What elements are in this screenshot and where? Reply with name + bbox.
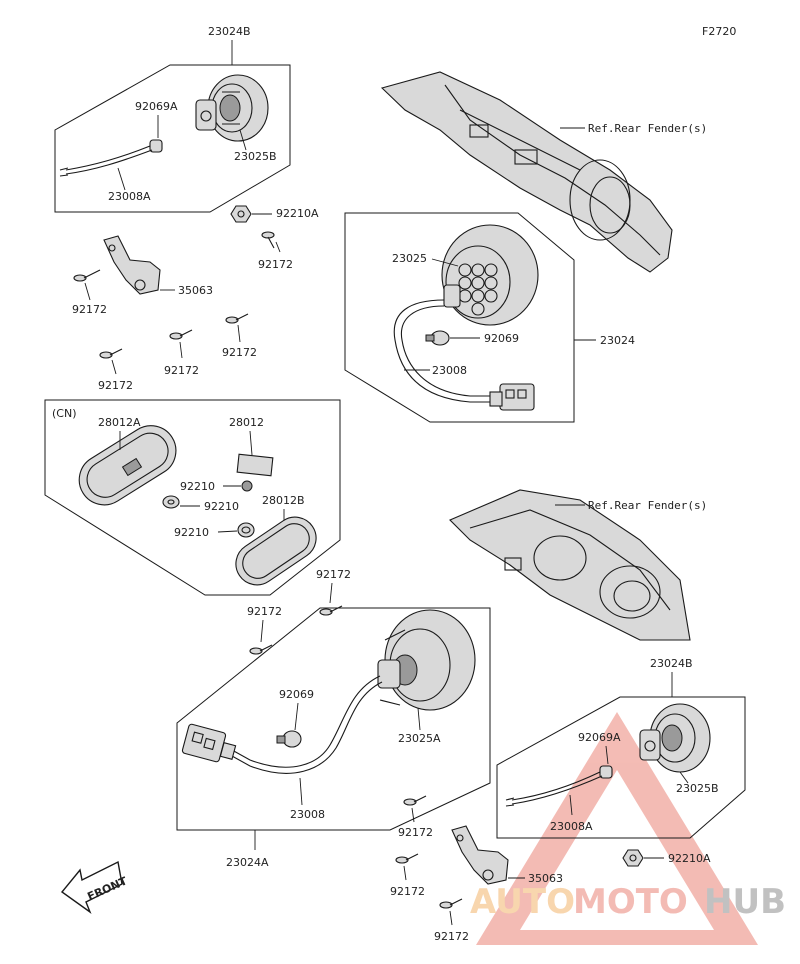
label-23008a-bottom: 23008A xyxy=(550,820,593,833)
label-23024b-bottom: 23024B xyxy=(650,657,693,670)
label-28012b: 28012B xyxy=(262,494,305,507)
nut-92210-a xyxy=(241,480,253,492)
label-92210-c: 92210 xyxy=(174,526,209,539)
label-23008-b: 23008 xyxy=(290,808,325,821)
label-92172-j: 92172 xyxy=(434,930,469,943)
bulb-92069 xyxy=(425,330,450,346)
rear-fender-upper: Ref.Rear Fender(s) xyxy=(380,71,707,273)
label-92069a-top: 92069A xyxy=(135,100,178,113)
label-92172-b: 92172 xyxy=(72,303,107,316)
reflector-28012a xyxy=(78,425,177,506)
figure-code: F2720 xyxy=(702,25,736,38)
label-92172-g: 92172 xyxy=(247,605,282,618)
group-23024a: 23024A 23025A 92069 23008 xyxy=(176,607,491,869)
label-92069: 92069 xyxy=(484,332,519,345)
label-23008a-top: 23008A xyxy=(108,190,151,203)
screw-92172-b: 92172 xyxy=(72,269,107,316)
harness-23008 xyxy=(393,299,535,411)
bulb-wire-23008a-bottom xyxy=(505,765,613,807)
screw-92172-a: 92172 xyxy=(258,231,293,271)
label-92210-a: 92210 xyxy=(180,480,215,493)
label-23025a: 23025A xyxy=(398,732,441,745)
lamp-housing-23025a xyxy=(377,609,476,711)
label-92172-d: 92172 xyxy=(164,364,199,377)
label-23024a: 23024A xyxy=(226,856,269,869)
label-28012a: 28012A xyxy=(98,416,141,429)
group-frame-cn xyxy=(44,399,341,596)
group-frame-23024 xyxy=(344,212,575,423)
front-arrow-icon: FRONT xyxy=(60,860,130,914)
label-23025b-top: 23025B xyxy=(234,150,277,163)
label-28012: 28012 xyxy=(229,416,264,429)
nut-92210a-top: 92210A xyxy=(230,205,319,223)
washer-92210-b xyxy=(162,495,180,509)
group-frame-23024b-bottom xyxy=(496,696,746,839)
group-23024: 23024 23025 92069 23008 xyxy=(344,212,635,423)
watermark-brand-hub: HUB xyxy=(704,882,786,922)
bulb-92069-b xyxy=(276,730,302,748)
group-cn: (CN) 28012A 28012 92210 92210 92210 xyxy=(44,399,341,596)
label-ref-rear-fender-lower: Ref.Rear Fender(s) xyxy=(588,499,707,512)
label-92210a-top: 92210A xyxy=(276,207,319,220)
label-cn: (CN) xyxy=(52,407,77,420)
label-23025b-bottom: 23025B xyxy=(676,782,719,795)
label-23024: 23024 xyxy=(600,334,635,347)
lamp-housing-23025 xyxy=(441,224,539,326)
screw-92172-d: 92172 xyxy=(164,329,199,377)
watermark-brand-auto: AUTO xyxy=(470,882,575,922)
group-frame-23024b-top xyxy=(54,64,291,213)
bracket-35063-bottom: 35063 xyxy=(451,825,563,885)
label-92210-b: 92210 xyxy=(204,500,239,513)
bulb-wire-23008a-top xyxy=(59,139,163,177)
label-35063-top: 35063 xyxy=(178,284,213,297)
watermark: AUTO MOTO HUB xyxy=(470,712,786,945)
label-92172-h: 92172 xyxy=(398,826,433,839)
watermark-triangle-logo xyxy=(476,712,758,945)
label-92069-b: 92069 xyxy=(279,688,314,701)
group-23024b-bottom: 23024B 23025B 92069A 23008A xyxy=(496,657,746,839)
plate-28012 xyxy=(236,453,274,477)
label-35063-bottom: 35063 xyxy=(528,872,563,885)
reflector-28012b xyxy=(235,516,317,586)
lamp-housing-23025b-top xyxy=(195,74,269,142)
label-92172-i: 92172 xyxy=(390,885,425,898)
label-92069a-bottom: 92069A xyxy=(578,731,621,744)
label-92172-e: 92172 xyxy=(98,379,133,392)
screw-92172-g: 92172 xyxy=(247,605,282,655)
rear-fender-lower: Ref.Rear Fender(s) xyxy=(449,489,707,641)
label-23025: 23025 xyxy=(392,252,427,265)
screw-92172-f: 92172 xyxy=(316,568,351,616)
label-23024b-top: 23024B xyxy=(208,25,251,38)
label-92210a-bottom: 92210A xyxy=(668,852,711,865)
label-23008: 23008 xyxy=(432,364,467,377)
label-92172-f: 92172 xyxy=(316,568,351,581)
lamp-housing-23025b-bottom xyxy=(639,703,711,773)
nut-92210a-bottom: 92210A xyxy=(622,849,711,867)
label-92172-c: 92172 xyxy=(222,346,257,359)
screw-92172-e: 92172 xyxy=(98,348,133,392)
label-92172-a: 92172 xyxy=(258,258,293,271)
screw-92172-i: 92172 xyxy=(390,853,425,898)
screw-92172-c: 92172 xyxy=(222,313,257,359)
group-frame-23024a xyxy=(176,607,491,831)
screw-92172-j: 92172 xyxy=(434,898,469,943)
harness-23008-b xyxy=(181,675,383,774)
grommet-92210-c xyxy=(237,522,255,538)
group-23024b-top: 23024B 92069A 23008A 23025B xyxy=(54,25,291,213)
bracket-35063-top: 35063 xyxy=(103,235,213,297)
watermark-brand-moto: MOTO xyxy=(573,882,688,922)
screw-92172-h: 92172 xyxy=(398,795,433,839)
label-ref-rear-fender-upper: Ref.Rear Fender(s) xyxy=(588,122,707,135)
